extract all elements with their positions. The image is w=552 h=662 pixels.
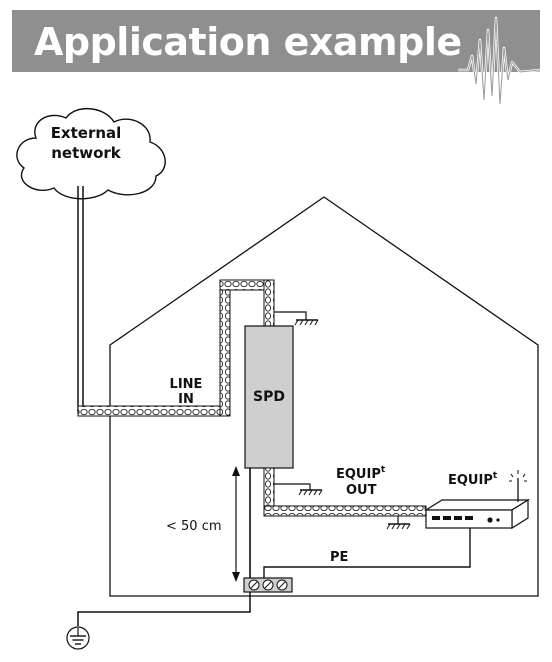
house-outline <box>109 196 539 597</box>
equip-superscript: t <box>493 471 498 481</box>
title-banner: Application example <box>12 10 540 72</box>
spd-top-ground <box>274 311 319 326</box>
distance-dimension <box>232 466 240 582</box>
heartbeat-waveform-icon <box>458 16 541 106</box>
equip-out-superscript: t <box>381 465 386 475</box>
spd-label: SPD <box>253 389 285 405</box>
line-in-label-line1: LINE <box>170 377 203 392</box>
spd-unit: SPD <box>244 325 294 469</box>
equip-pe-wire <box>263 528 471 578</box>
equip-out-word: EQUIP <box>336 467 381 482</box>
earth-terminal-block <box>243 577 293 593</box>
network-router-icon <box>423 470 531 530</box>
cloud-label-line1: External <box>51 124 122 142</box>
earth-ground-icon <box>66 626 90 650</box>
incoming-cable <box>77 186 84 412</box>
equip-word: EQUIP <box>448 473 493 488</box>
page-title: Application example <box>34 20 462 64</box>
earth-wire <box>77 592 251 626</box>
equip-ground <box>386 516 411 530</box>
equip-label: EQUIPt <box>448 471 498 488</box>
line-in-cable <box>77 279 275 417</box>
cloud-label-line2: network <box>51 144 122 162</box>
equip-out-label-line2: OUT <box>346 483 377 498</box>
spd-bottom-ground <box>274 483 323 496</box>
pe-label: PE <box>330 550 348 565</box>
line-in-label-line2: IN <box>178 392 194 407</box>
distance-label: < 50 cm <box>166 519 222 534</box>
equip-out-label-line1: EQUIPt <box>336 465 386 482</box>
external-network-cloud: External network <box>16 107 166 200</box>
